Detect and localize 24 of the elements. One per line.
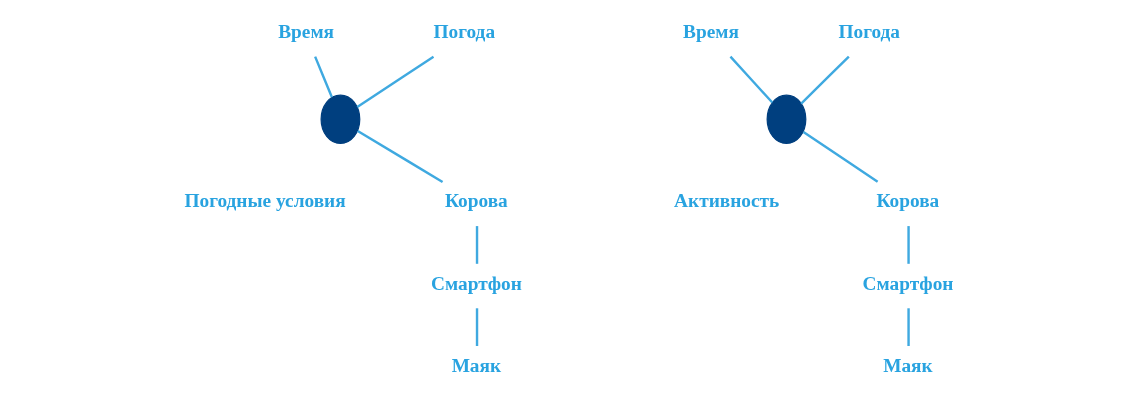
- connector: [314, 56, 333, 98]
- node-text: Смартфон: [862, 272, 954, 294]
- node-text: Время: [683, 21, 739, 43]
- node-label: Активность: [674, 190, 780, 212]
- connector: [907, 226, 910, 264]
- connector: [800, 55, 850, 105]
- node-circle: [766, 94, 807, 145]
- node-text: Корова: [876, 190, 940, 212]
- connector: [475, 308, 479, 346]
- node-text: Маяк: [451, 354, 502, 376]
- connector: [357, 129, 444, 184]
- node-text: Корова: [445, 190, 508, 212]
- connector: [729, 55, 774, 104]
- node-text: Маяк: [883, 354, 933, 376]
- connector: [907, 308, 910, 346]
- node-text: Погода: [838, 21, 900, 43]
- node-text: Погода: [433, 21, 496, 43]
- node-label: Погодные условия: [184, 190, 346, 212]
- node-text: Время: [278, 21, 335, 43]
- node-circle: [320, 94, 361, 145]
- connector: [802, 130, 879, 183]
- connector: [475, 226, 479, 264]
- connector: [356, 55, 435, 108]
- node-text: Смартфон: [431, 272, 522, 294]
